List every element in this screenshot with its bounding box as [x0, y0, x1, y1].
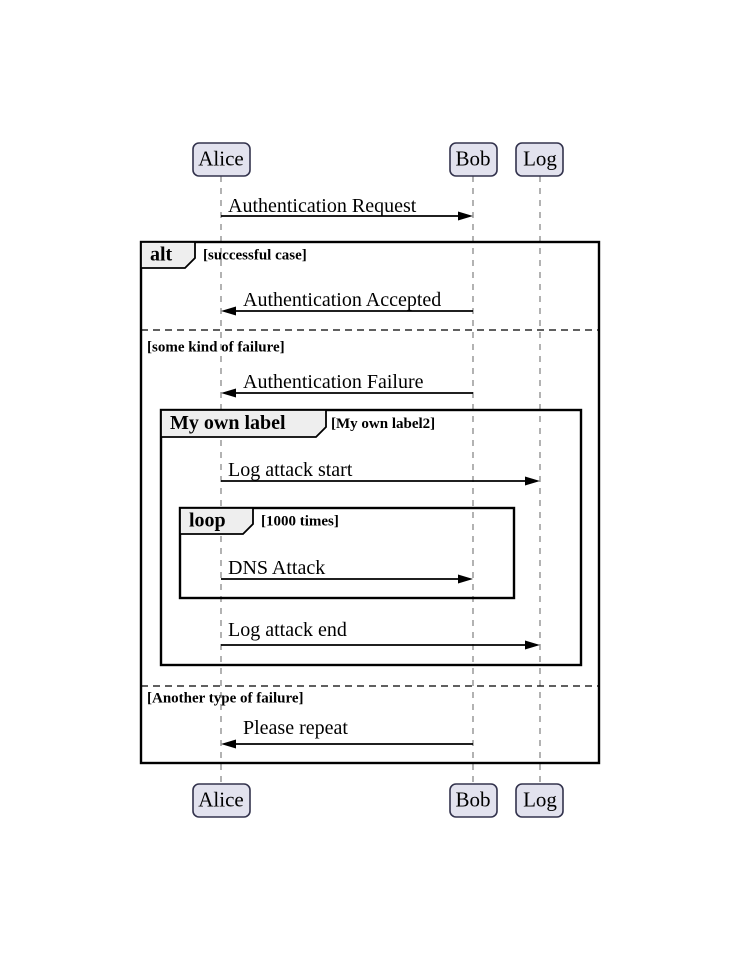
fragment-divider-guard-alt-0: [some kind of failure]	[147, 339, 285, 355]
message-arrowhead-m4	[525, 476, 540, 486]
participant-label-alice-bottom: Alice	[198, 787, 243, 811]
participant-label-log-top: Log	[523, 146, 557, 170]
message-label-m4: Log attack start	[228, 459, 353, 481]
fragment-tab-myownlabel	[160, 409, 327, 438]
fragment-tab-alt	[140, 241, 196, 269]
fragment-loop: loop [1000 times]	[178, 506, 516, 600]
participant-label-alice-top: Alice	[198, 146, 243, 170]
fragment-operator-alt: alt	[150, 244, 173, 266]
participant-bob-bottom[interactable]: Bob	[449, 783, 498, 818]
participant-box-bob-bottom[interactable]	[449, 783, 498, 818]
message-m4: Log attack start	[221, 459, 540, 486]
fragment-border-loop	[178, 506, 516, 600]
participant-alice-top[interactable]: Alice	[192, 142, 251, 177]
fragment-guard-loop: [1000 times]	[261, 513, 339, 529]
participant-label-bob-bottom: Bob	[455, 787, 490, 811]
message-label-m7: Please repeat	[243, 717, 348, 739]
participant-box-bob-top[interactable]	[449, 142, 498, 177]
message-arrowhead-m3	[221, 388, 236, 398]
participant-box-alice-top[interactable]	[192, 142, 251, 177]
message-m6: Log attack end	[221, 619, 540, 650]
message-arrowhead-m7	[221, 739, 236, 749]
message-label-m6: Log attack end	[228, 619, 347, 641]
participant-box-log-top[interactable]	[515, 142, 564, 177]
participant-bob-top[interactable]: Bob	[449, 142, 498, 177]
participant-label-log-bottom: Log	[523, 787, 557, 811]
participant-box-alice-bottom[interactable]	[192, 783, 251, 818]
participant-alice-bottom[interactable]: Alice	[192, 783, 251, 818]
fragment-border-myownlabel	[159, 408, 583, 667]
message-arrowhead-m1	[458, 211, 473, 221]
message-arrowhead-m2	[221, 306, 236, 316]
fragment-divider-guard-alt-1: [Another type of failure]	[147, 690, 304, 706]
fragment-border-alt	[139, 240, 601, 765]
fragment-operator-myownlabel: My own label	[170, 412, 286, 434]
message-arrowhead-m6	[525, 640, 540, 650]
fragment-guard-myownlabel: [My own label2]	[331, 416, 435, 432]
participant-log-bottom[interactable]: Log	[515, 783, 564, 818]
participant-label-bob-top: Bob	[455, 146, 490, 170]
message-label-m1: Authentication Request	[228, 195, 417, 217]
message-m3: Authentication Failure	[221, 371, 473, 398]
fragment-myownlabel: My own label [My own label2]	[159, 408, 583, 667]
message-label-m3: Authentication Failure	[243, 371, 424, 393]
message-m5: DNS Attack	[221, 557, 473, 584]
message-m2: Authentication Accepted	[221, 289, 473, 316]
fragment-guard-alt: [successful case]	[203, 247, 307, 263]
message-label-m5: DNS Attack	[228, 557, 325, 579]
fragment-alt: [some kind of failure] [Another type of f…	[139, 240, 601, 765]
fragment-tab-loop	[179, 507, 254, 535]
message-label-m2: Authentication Accepted	[243, 289, 441, 311]
fragment-operator-loop: loop	[189, 510, 226, 532]
message-arrowhead-m5	[458, 574, 473, 584]
participant-log-top[interactable]: Log	[515, 142, 564, 177]
message-m1: Authentication Request	[221, 195, 473, 221]
participant-box-log-bottom[interactable]	[515, 783, 564, 818]
message-m7: Please repeat	[221, 717, 473, 749]
